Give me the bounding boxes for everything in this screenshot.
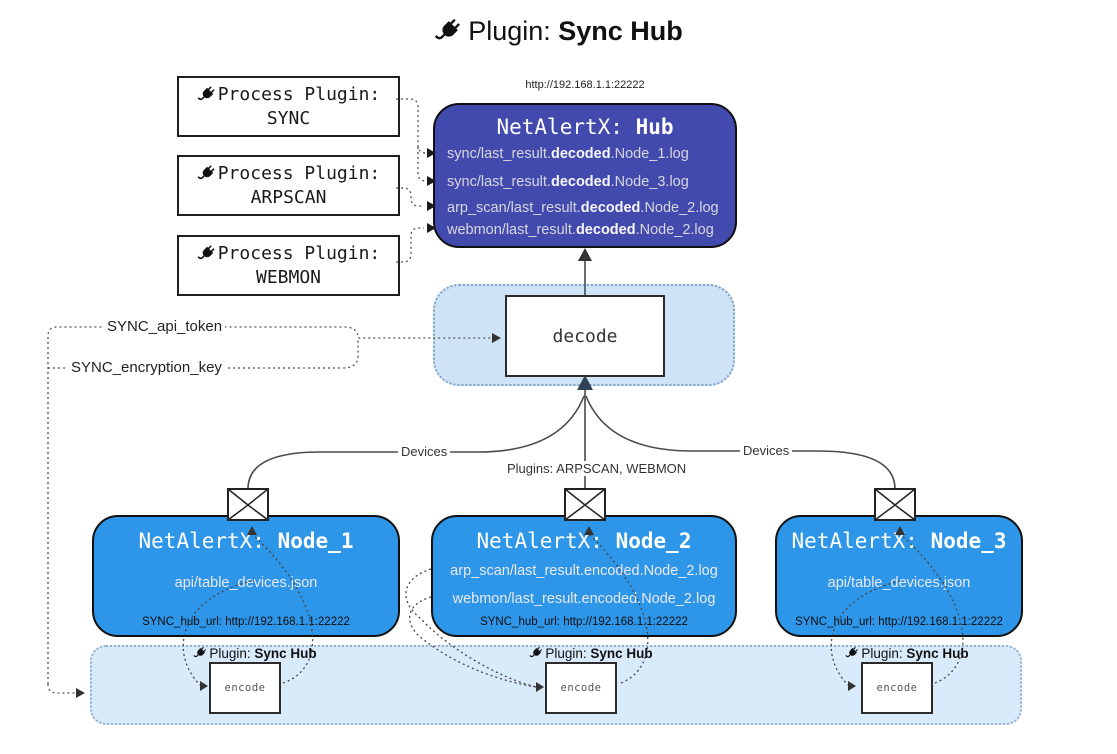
node-file: arp_scan/last_result.encoded.Node_2.log <box>450 563 718 579</box>
envelope-icon <box>564 488 606 521</box>
edge-label-devices-right: Devices <box>740 443 793 458</box>
hub-log-row: sync/last_result.decoded.Node_3.log <box>447 174 689 190</box>
process-plugin-webmon: Process Plugin: WEBMON <box>177 235 400 296</box>
arrowhead-into-band <box>76 688 85 698</box>
arrowhead-into-hub <box>578 248 592 261</box>
process-plugin-name: SYNC <box>266 107 311 129</box>
hub-log-row: sync/last_result.decoded.Node_1.log <box>447 146 689 162</box>
process-plugin-prefix: Process Plugin: <box>217 242 381 264</box>
process-plugin-edges <box>396 98 427 263</box>
plug-icon <box>197 245 215 260</box>
node-file: webmon/last_result.encoded.Node_2.log <box>452 591 716 607</box>
hub-title: NetAlertX: Hub <box>435 115 735 139</box>
title-name: Sync Hub <box>558 16 683 46</box>
band-plugin-label: Plugin: Sync Hub <box>817 646 997 661</box>
encode-box: encode <box>209 662 281 714</box>
hub-url-label: http://192.168.1.1:22222 <box>525 79 645 91</box>
process-plugin-sync: Process Plugin: SYNC <box>177 76 400 137</box>
band-plugin-label: Plugin: Sync Hub <box>501 646 681 661</box>
decode-box: decode <box>505 295 665 377</box>
plug-icon <box>529 646 543 658</box>
node-title: NetAlertX: Node_1 <box>138 529 354 553</box>
plug-icon <box>197 165 215 180</box>
node-file: api/table_devices.json <box>174 575 318 591</box>
node-2-box: NetAlertX: Node_2 arp_scan/last_result.e… <box>431 515 737 637</box>
node-hub-url: SYNC_hub_url: http://192.168.1.1:22222 <box>480 616 688 628</box>
node-1-box: NetAlertX: Node_1 api/table_devices.json… <box>92 515 400 637</box>
band-plugin-label: Plugin: Sync Hub <box>165 646 345 661</box>
edge-label-devices-left: Devices <box>398 444 451 459</box>
hub-box: NetAlertX: Hub sync/last_result.decoded.… <box>433 103 737 248</box>
process-plugin-arpscan: Process Plugin: ARPSCAN <box>177 155 400 216</box>
node-3-box: NetAlertX: Node_3 api/table_devices.json… <box>775 515 1023 637</box>
sync-encryption-key-label: SYNC_encryption_key <box>68 359 225 376</box>
process-plugin-name: ARPSCAN <box>250 186 327 208</box>
sync-api-token-label: SYNC_api_token <box>104 318 226 335</box>
hub-title-name: Hub <box>635 115 674 139</box>
node-file: api/table_devices.json <box>827 575 971 591</box>
plug-icon <box>193 646 207 658</box>
title-prefix: Plugin: <box>468 16 551 46</box>
process-plugin-prefix: Process Plugin: <box>217 162 381 184</box>
hub-log-row: arp_scan/last_result.decoded.Node_2.log <box>447 200 719 216</box>
node-hub-url: SYNC_hub_url: http://192.168.1.1:22222 <box>795 616 1003 628</box>
edge-label-plugins: Plugins: ARPSCAN, WEBMON <box>504 461 690 476</box>
node-title: NetAlertX: Node_2 <box>476 529 692 553</box>
encode-box: encode <box>861 662 933 714</box>
envelope-icon <box>227 488 269 521</box>
node-hub-url: SYNC_hub_url: http://192.168.1.1:22222 <box>142 616 350 628</box>
process-plugin-prefix: Process Plugin: <box>217 83 381 105</box>
plug-icon <box>845 646 859 658</box>
plug-icon <box>197 86 215 101</box>
token-edges <box>47 326 492 694</box>
envelope-icon <box>874 488 916 521</box>
node-title: NetAlertX: Node_3 <box>791 529 1007 553</box>
page-title: Plugin: Sync Hub <box>0 16 1117 47</box>
plug-icon <box>434 18 461 40</box>
hub-log-row: webmon/last_result.decoded.Node_2.log <box>447 222 714 238</box>
encode-box: encode <box>545 662 617 714</box>
hub-title-prefix: NetAlertX: <box>496 115 623 139</box>
process-plugin-name: WEBMON <box>255 266 322 288</box>
